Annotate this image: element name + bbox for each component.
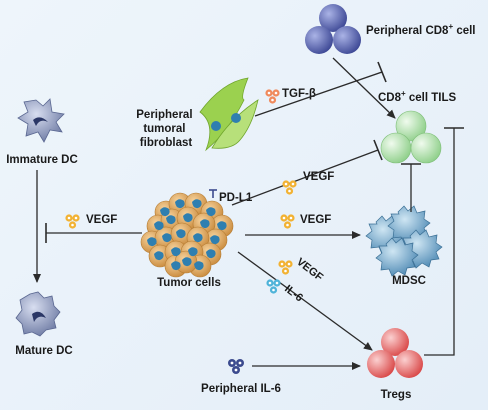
- tumor-cell-nucleus: [171, 261, 181, 271]
- tumor-cell-nucleus: [176, 229, 186, 239]
- mdsc-cells: [365, 205, 443, 277]
- tumor-cell-nucleus: [188, 247, 198, 257]
- tumor-cell-cluster: [140, 192, 234, 278]
- cd8-tils-cells: [380, 110, 442, 164]
- tumor-cell-nucleus: [217, 221, 227, 231]
- mdsc-label: MDSC: [392, 275, 426, 287]
- inhibit-fibroblast-to-tils: [254, 61, 387, 117]
- pd-l1-label: PD-L1: [219, 192, 253, 204]
- mature-dc-label: Mature DC: [15, 345, 73, 357]
- tumor-cell-nucleus: [162, 233, 172, 243]
- inhibit-tregs-to-tils: [424, 127, 464, 356]
- vegf-label-tregs: VEGF: [294, 256, 325, 284]
- tumor-cell-nucleus: [192, 199, 202, 209]
- tumor-cell-nucleus: [175, 199, 185, 209]
- tumor-cell-nucleus: [210, 235, 220, 245]
- inhibit-tumor-to-tils: [231, 139, 383, 206]
- tregs-cells: [367, 328, 423, 378]
- tumor-cell-nucleus: [160, 207, 170, 217]
- arrow-tumor-to-tregs: [237, 251, 373, 351]
- peripheral-il6-label: Peripheral IL-6: [201, 383, 281, 395]
- tumor-cell-nucleus: [147, 237, 157, 247]
- tumor-cell-nucleus: [200, 219, 210, 229]
- tumor-cell-nucleus: [171, 247, 181, 257]
- arrow-cd8-to-tils: [332, 57, 396, 119]
- immature-dc-label: Immature DC: [6, 154, 78, 166]
- tumor-cell-nucleus: [166, 215, 176, 225]
- inhibit-mdsc-to-tils: [401, 163, 421, 212]
- tumor-cell-nucleus: [154, 221, 164, 231]
- mature-dc-cell: [15, 291, 61, 337]
- fibroblast-cell: [199, 77, 259, 152]
- tgf-beta-label: TGF-β: [282, 88, 316, 100]
- tumor-cell-nucleus: [194, 261, 204, 271]
- vegf-label-dc: VEGF: [86, 214, 117, 226]
- tgf-beta-dots: [265, 89, 280, 104]
- tumor-cell-nucleus: [193, 233, 203, 243]
- peripheral-cd8-label: Peripheral CD8+ cell: [366, 22, 476, 37]
- vegf-dots-tils: [282, 180, 297, 195]
- immature-dc-cell: [17, 98, 65, 143]
- peripheral-il6-dots: [228, 359, 244, 374]
- tumor-cell-nucleus: [206, 249, 216, 259]
- pd-l1-receptor: [209, 189, 217, 198]
- vegf-dots-dc: [65, 214, 80, 229]
- peripheral-cd8-cells: [305, 4, 361, 54]
- cd8-tils-label: CD8+ cell TILS: [378, 89, 457, 104]
- vegf-dots-tregs: [278, 260, 293, 275]
- tumor-cell-nucleus: [206, 207, 216, 217]
- vegf-label-tils: VEGF: [303, 171, 334, 183]
- vegf-label-mdsc: VEGF: [300, 214, 331, 226]
- vegf-dots-mdsc: [280, 214, 295, 229]
- inhibit-tumor-to-dc: [45, 223, 142, 243]
- fibroblast-label: Peripheral tumoral fibroblast: [136, 109, 195, 149]
- tumor-cells-label: Tumor cells: [157, 277, 221, 289]
- tregs-label: Tregs: [381, 389, 412, 401]
- tumor-cell-nucleus: [154, 251, 164, 261]
- tumor-cell-nucleus: [183, 213, 193, 223]
- tumor-cell-nucleus: [182, 257, 192, 267]
- il6-dots: [266, 279, 281, 294]
